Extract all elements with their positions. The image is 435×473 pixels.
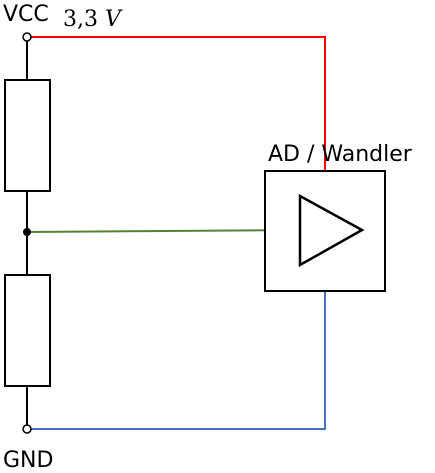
vcc-label: VCC <box>3 2 49 27</box>
gnd-wire <box>31 291 326 430</box>
amplifier-triangle-icon <box>298 193 365 268</box>
voltage-unit: V <box>105 7 123 32</box>
junction-dot <box>23 228 31 236</box>
signal-wire <box>26 229 301 233</box>
voltage-label: 3,3 V <box>63 7 123 32</box>
gnd-terminal <box>22 424 32 434</box>
gnd-label: GND <box>3 448 53 473</box>
resistor-lower <box>4 274 51 387</box>
voltage-value: 3,3 <box>63 7 98 32</box>
converter-label: AD / Wandler <box>268 142 413 167</box>
vcc-wire <box>31 36 326 171</box>
resistor-upper <box>4 79 51 192</box>
vcc-terminal <box>22 32 32 42</box>
